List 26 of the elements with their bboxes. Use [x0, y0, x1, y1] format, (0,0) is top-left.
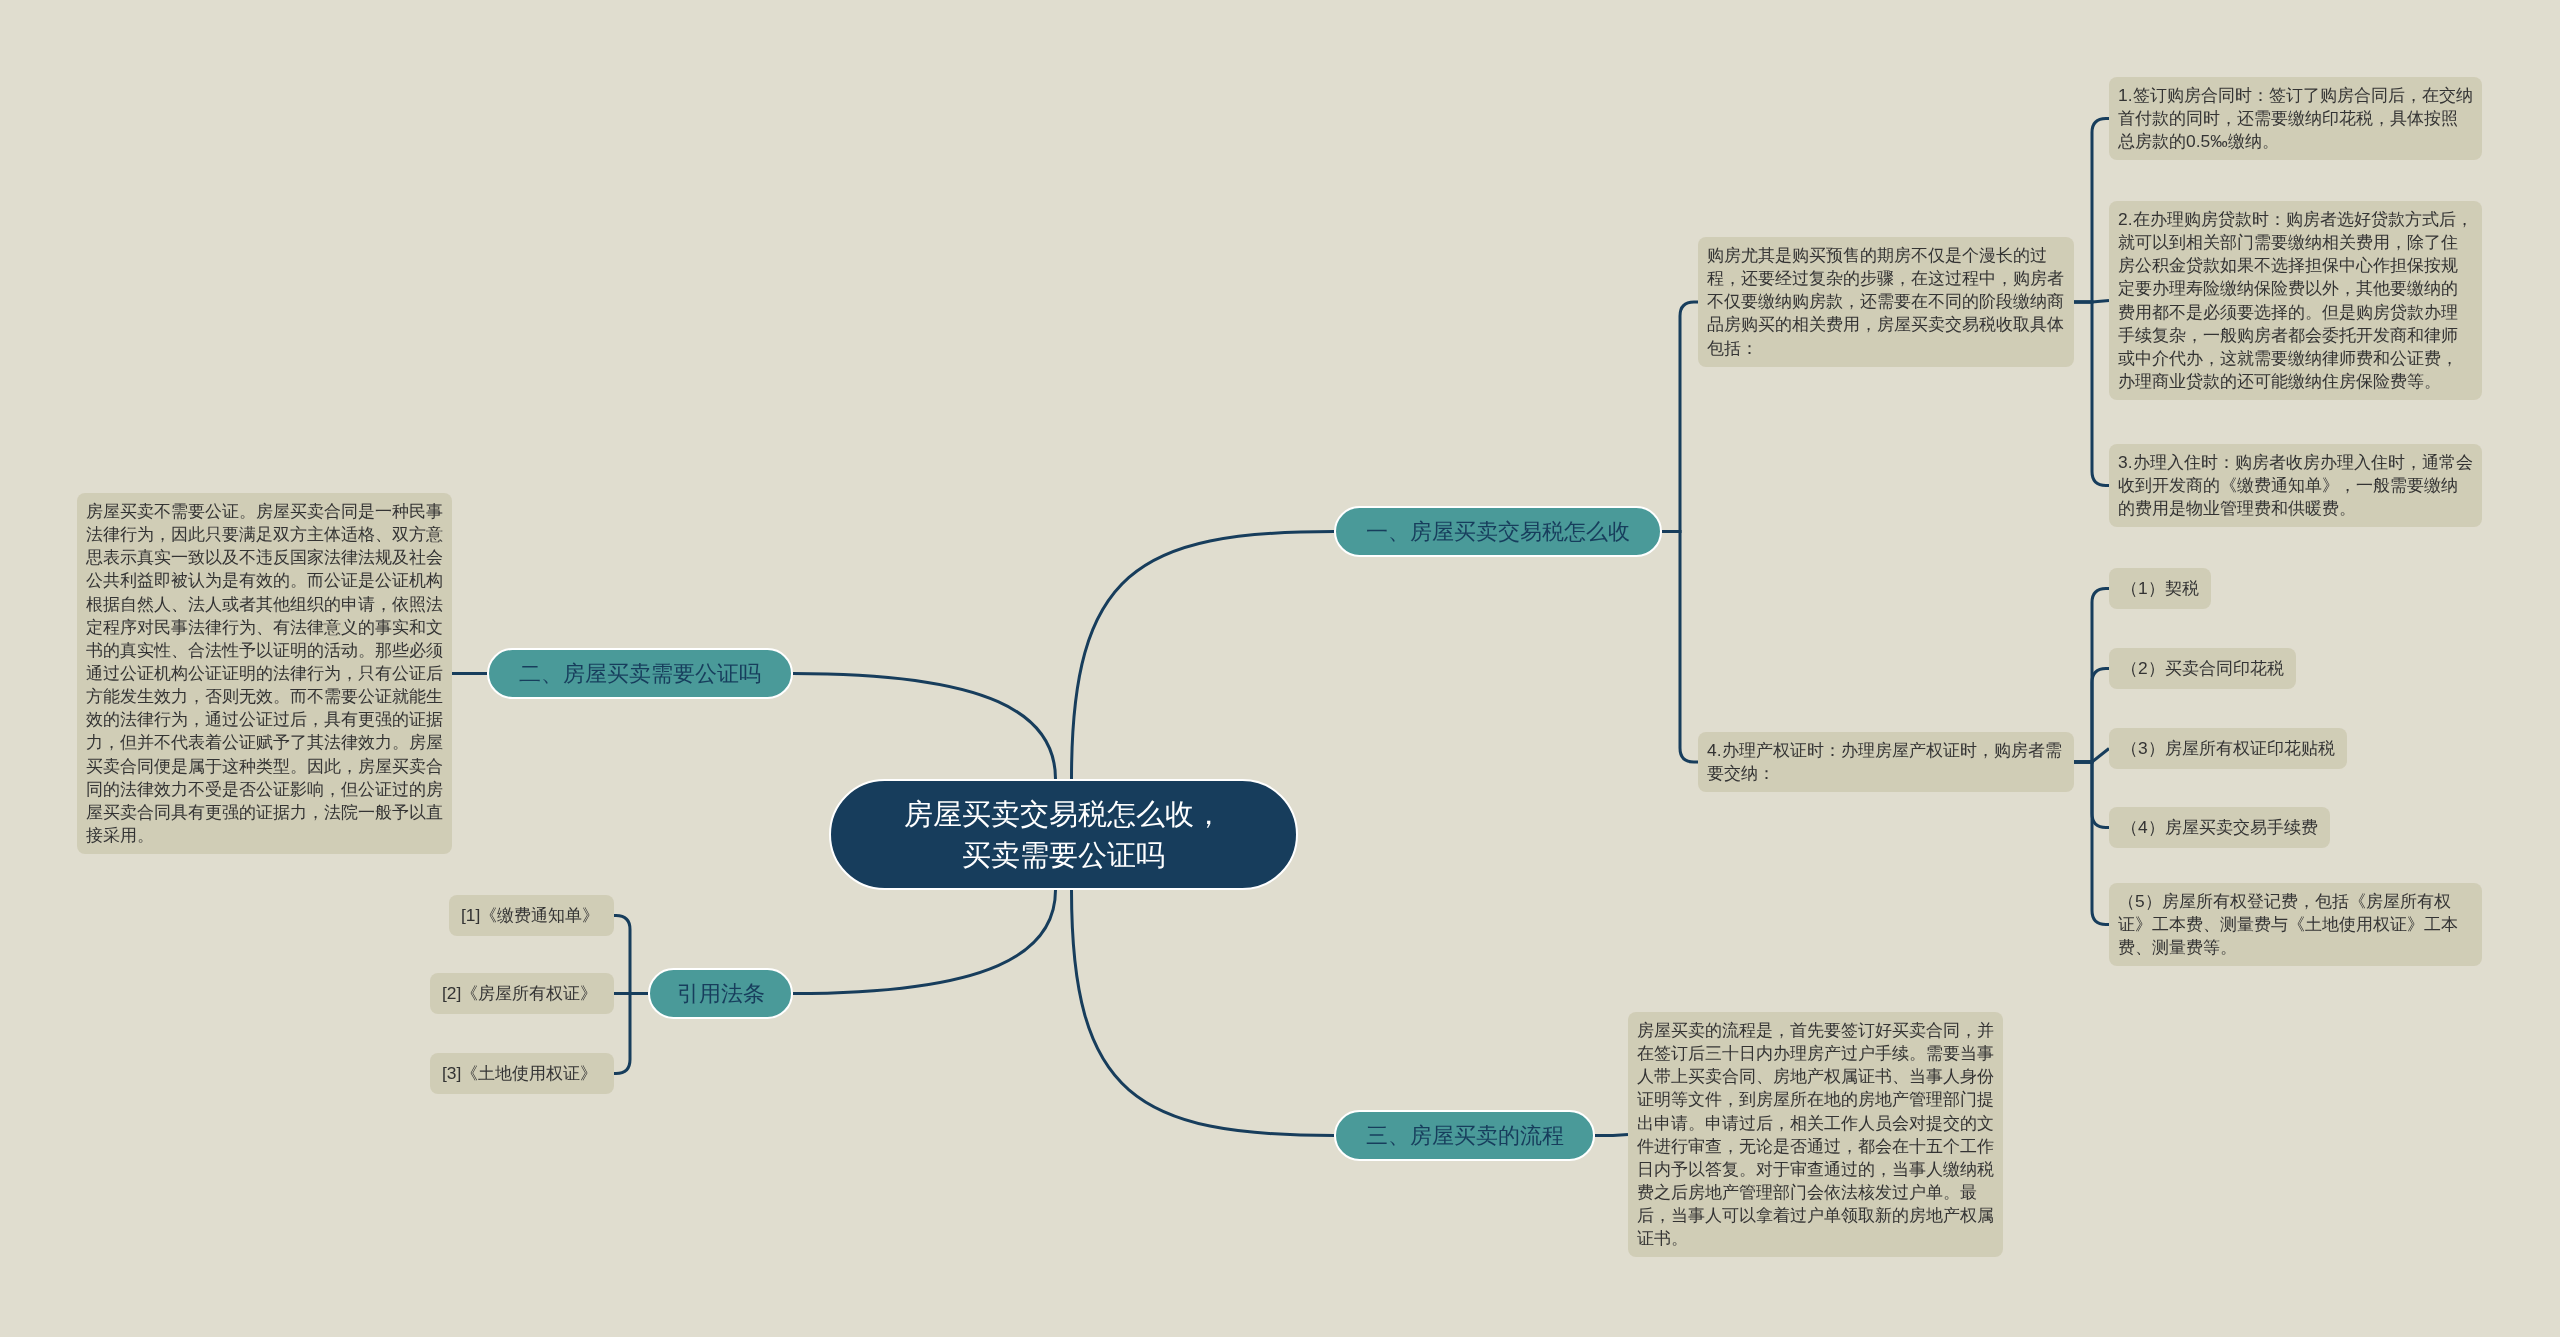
connector-line [1595, 1133, 1629, 1137]
connector-line [1070, 889, 1335, 1137]
branch-topic: 二、房屋买卖需要公证吗 [487, 648, 793, 699]
branch-topic: 一、房屋买卖交易税怎么收 [1334, 506, 1662, 557]
text-box: （1）契税 [2109, 568, 2211, 610]
connector-line [792, 889, 1057, 995]
text-box: （3）房屋所有权证印花贴税 [2109, 728, 2347, 770]
text-box: 房屋买卖不需要公证。房屋买卖合同是一种民事法律行为，因此只要满足双方主体适格、双方意思表示真实一致以及不违反国家法律法规及社会公共利益即被认为是有效的。而公证是公证机构根据自然人、法人或者其他组织的申请，依照法定程序对民事法律行为、有法律意义的事实和文书的真实性、合法性予以证明的活动。那些必须通过公证机构公证证明的法律行为，只有公证后方能发生效力，否则无效。而不需要公证就能生效的法律行为，通过公证过后，具有更强的证据力，但并不代表着公证赋予了其法律效力。房屋买卖合同便是属于这种类型。因此，房屋买卖合同的法律效力不受是否公证影响，但公证过的房屋买卖合同具有更强的证据力，法院一般予以直接采用。 [77, 493, 452, 855]
branch-topic: 引用法条 [648, 968, 793, 1019]
text-box: 购房尤其是购买预售的期房不仅是个漫长的过程，还要经过复杂的步骤，在这过程中，购房者不仅要缴纳购房款，还需要在不同的阶段缴纳商品房购买的相关费用，房屋买卖交易税收取具体包括： [1698, 237, 2074, 367]
connector-line [452, 672, 487, 675]
text-box: 1.签订购房合同时：签订了购房合同后，在交纳首付款的同时，还需要缴纳印花税，具体按照总房款的0.5‰缴纳。 [2109, 77, 2482, 161]
central-topic: 房屋买卖交易税怎么收，买卖需要公证吗 [829, 779, 1298, 890]
text-box: [2]《房屋所有权证》 [430, 973, 614, 1015]
text-box: （4）房屋买卖交易手续费 [2109, 807, 2330, 849]
connector-line [792, 672, 1057, 780]
text-box: [3]《土地使用权证》 [430, 1053, 614, 1095]
connector-line [1070, 530, 1335, 780]
text-box: （2）买卖合同印花税 [2109, 648, 2296, 690]
text-box: [1]《缴费通知单》 [449, 895, 614, 937]
text-box: 3.办理入住时：购房者收房办理入住时，通常会收到开发商的《缴费通知单》，一般需要缴纳的费用是物业管理费和供暖费。 [2109, 444, 2482, 528]
text-box: 2.在办理购房贷款时：购房者选好贷款方式后，就可以到相关部门需要缴纳相关费用，除了住房公积金贷款如果不选择担保中心作担保按规定要办理寿险缴纳保险费以外，其他要缴纳的费用都不是必须要选择的。但是购房贷款办理手续复杂，一般购房者都会委托开发商和律师或中介代办，这就需要缴纳律师费和公证费，办理商业贷款的还可能缴纳住房保险费等。 [2109, 201, 2482, 401]
text-box: 4.办理产权证时：办理房屋产权证时，购房者需要交纳： [1698, 732, 2074, 793]
text-box: （5）房屋所有权登记费，包括《房屋所有权证》工本费、测量费与《土地使用权证》工本费、测量费等。 [2109, 883, 2482, 967]
text-box: 房屋买卖的流程是，首先要签订好买卖合同，并在签订后三十日内办理房产过户手续。需要当事人带上买卖合同、房地产权属证书、当事人身份证明等文件，到房屋所在地的房地产管理部门提出申请。申请过后，相关工作人员会对提交的文件进行审查，无论是否通过，都会在十五个工作日内予以答复。对于审查通过的，当事人缴纳税费之后房地产管理部门会依法核发过户单。最后，当事人可以拿着过户单领取新的房地产权属证书。 [1628, 1012, 2003, 1258]
branch-topic: 三、房屋买卖的流程 [1334, 1110, 1595, 1161]
